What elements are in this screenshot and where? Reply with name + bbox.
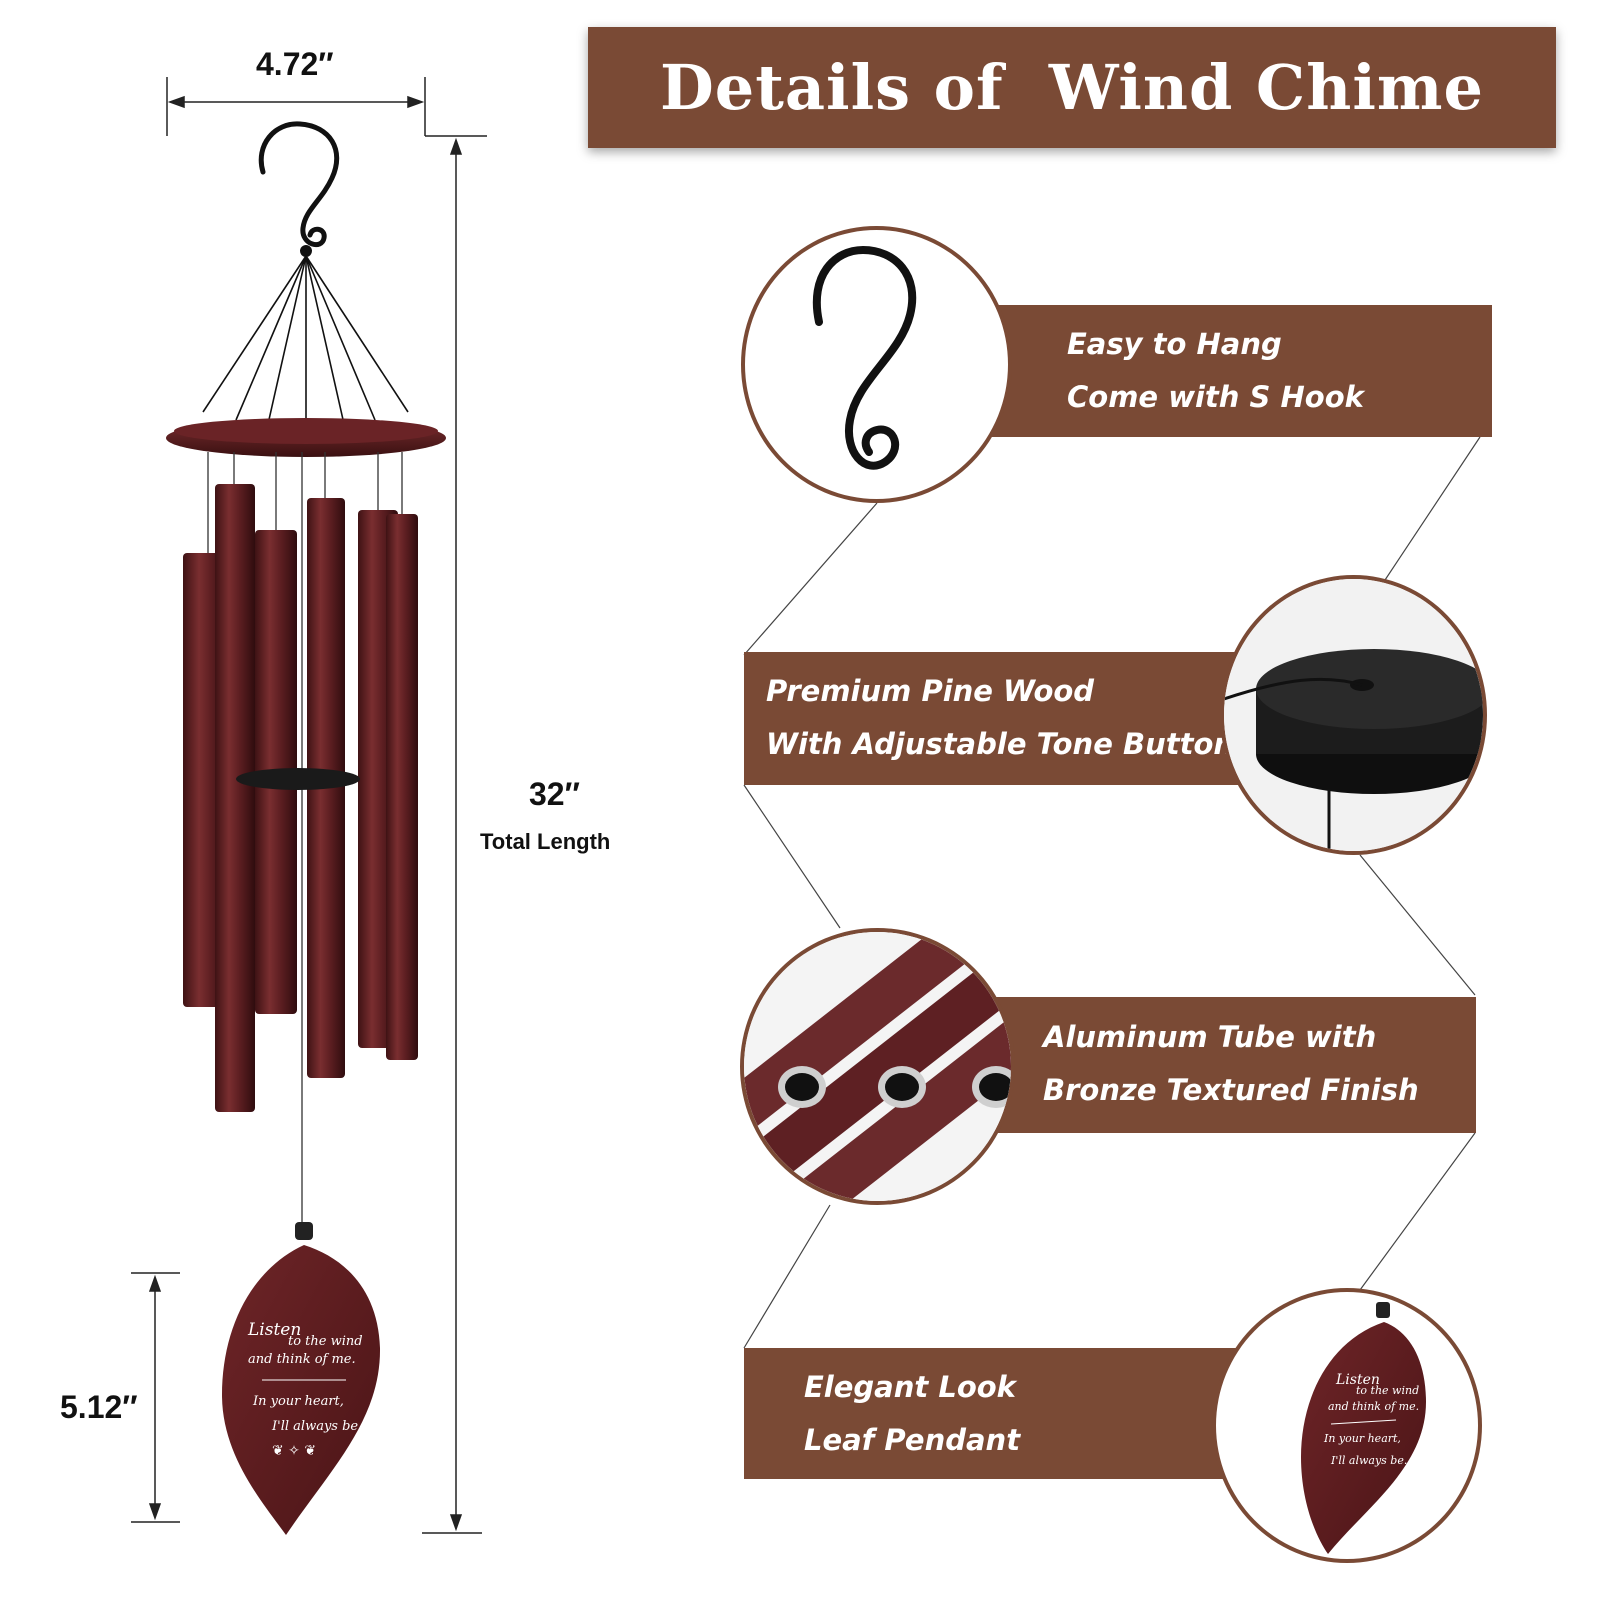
connector-line	[1359, 854, 1476, 996]
connector-line	[1359, 1132, 1476, 1291]
circle-pendant: Listen to the wind and think of me. In y…	[1212, 1288, 1482, 1563]
circle-hook	[741, 226, 1012, 503]
connector-line	[743, 502, 878, 656]
svg-text:In your heart,: In your heart,	[1323, 1432, 1401, 1445]
connector-line	[743, 784, 841, 929]
width-dimension-line	[166, 77, 426, 136]
connector-line	[1384, 436, 1481, 581]
s-hook-icon	[812, 245, 917, 470]
aluminum-tubes-icon	[744, 932, 1011, 1201]
svg-text:and think of me.: and think of me.	[1328, 1400, 1419, 1413]
feature-hook-line2: Come with S Hook	[1067, 380, 1364, 414]
length-label: 32″	[529, 776, 580, 812]
feature-wood-line1: Premium Pine Wood	[766, 674, 1095, 708]
width-label: 4.72″	[256, 46, 334, 82]
feature-wood-line2: With Adjustable Tone Button	[766, 727, 1235, 761]
feature-bar-wood: Premium Pine Wood With Adjustable Tone B…	[744, 652, 1284, 785]
feature-bar-pendant: Elegant Look Leaf Pendant	[744, 1348, 1284, 1479]
pine-wood-button-icon	[1224, 579, 1483, 851]
circle-tubes	[740, 928, 1015, 1205]
title-banner: Details of Wind Chime	[588, 27, 1556, 148]
feature-tubes-line1: Aluminum Tube with	[1043, 1020, 1377, 1054]
feature-bar-tubes: Aluminum Tube with Bronze Textured Finis…	[984, 997, 1476, 1133]
feature-pendant-line2: Leaf Pendant	[804, 1423, 1021, 1457]
feature-pendant-line1: Elegant Look	[804, 1370, 1016, 1404]
feature-hook-line1: Easy to Hang	[1067, 327, 1282, 361]
svg-text:I'll always be.: I'll always be.	[1330, 1454, 1407, 1467]
feature-bar-hook: Easy to Hang Come with S Hook	[983, 305, 1492, 437]
pendant-length-label: 5.12″	[60, 1389, 138, 1425]
connector-line	[743, 1204, 831, 1349]
circle-wood	[1220, 575, 1487, 855]
feature-tubes-line2: Bronze Textured Finish	[1043, 1073, 1419, 1107]
svg-text:to the wind: to the wind	[1356, 1384, 1419, 1397]
leaf-pendant-icon: Listen to the wind and think of me. In y…	[1301, 1302, 1426, 1554]
length-caption: Total Length	[480, 829, 611, 854]
length-dimension-line	[422, 135, 487, 1534]
pendant-dimension-line	[131, 1272, 180, 1523]
svg-text:Listen: Listen	[1335, 1372, 1380, 1388]
page-title: Details of Wind Chime	[660, 51, 1484, 124]
